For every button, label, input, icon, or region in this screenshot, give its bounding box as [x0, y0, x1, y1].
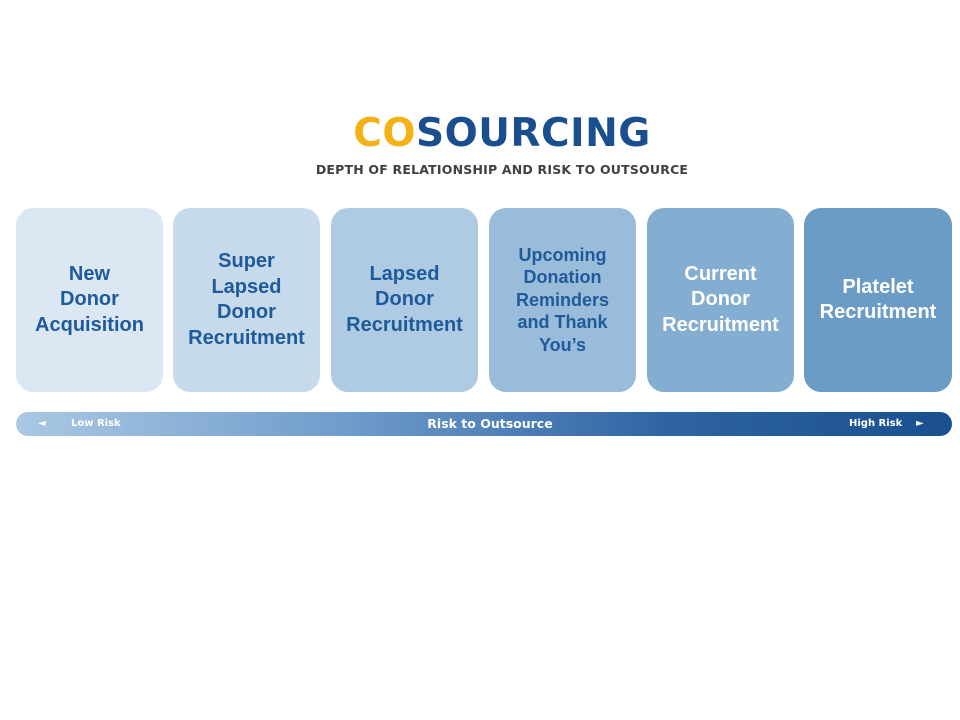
stage-label: Lapsed Donor Recruitment: [346, 262, 463, 336]
high-risk-label: High Risk: [849, 418, 903, 429]
stage-super-lapsed-donor-recruitment: Super Lapsed Donor Recruitment: [173, 208, 320, 392]
stage-label: Super Lapsed Donor Recruitment: [188, 250, 305, 349]
stage-upcoming-donation-reminders: Upcoming Donation Reminders and Thank Yo…: [489, 208, 636, 392]
stage-platelet-recruitment: Platelet Recruitment: [804, 208, 952, 392]
risk-scale-title: Risk to Outsource: [427, 416, 553, 431]
subtitle: DEPTH OF RELATIONSHIP AND RISK TO OUTSOU…: [315, 162, 689, 177]
cosourcing-logo: COSOURCING: [0, 111, 960, 157]
stage-lapsed-donor-recruitment: Lapsed Donor Recruitment: [331, 208, 478, 392]
stage-current-donor-recruitment: Current Donor Recruitment: [647, 208, 794, 392]
stage-label: Current Donor Recruitment: [662, 262, 779, 336]
left-arrow-icon: ◄: [38, 418, 46, 429]
stage-label: Platelet Recruitment: [819, 275, 937, 324]
risk-scale-bar: ◄ Low Risk Risk to Outsource High Risk ►: [16, 412, 952, 436]
stage-new-donor-acquisition: New Donor Acquisition: [16, 208, 163, 392]
right-arrow-icon: ►: [916, 418, 924, 429]
stage-label: Upcoming Donation Reminders and Thank Yo…: [515, 244, 610, 355]
logo-sourcing-text: SOURCING: [416, 111, 651, 156]
logo-co-text: CO: [353, 111, 417, 156]
low-risk-label: Low Risk: [71, 418, 121, 429]
stage-label: New Donor Acquisition: [35, 262, 144, 336]
